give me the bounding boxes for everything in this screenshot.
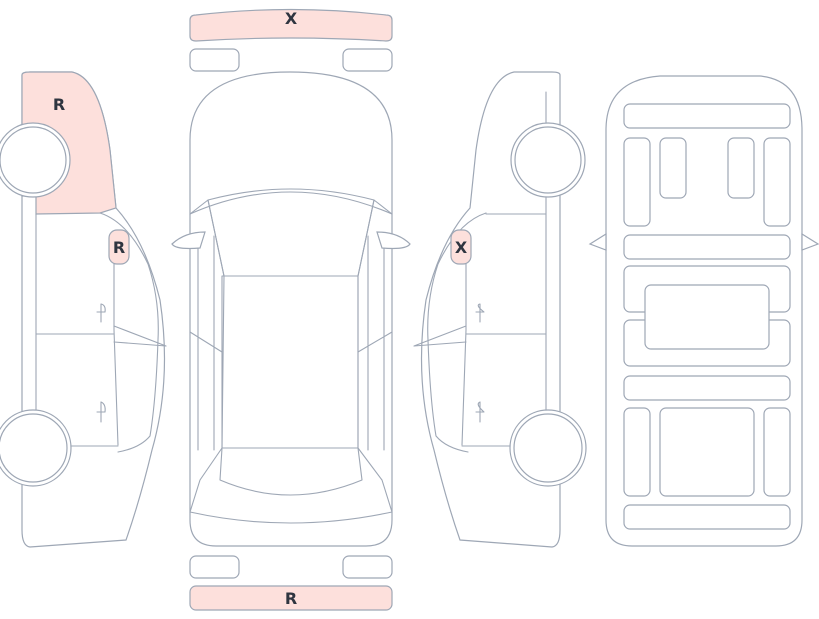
left-side-sill [113, 325, 167, 347]
left-door-handle-rear [96, 401, 106, 423]
left-mirror[interactable] [108, 229, 130, 265]
front-right-light [342, 48, 393, 72]
hood-line [189, 191, 393, 215]
right-side-view: X [413, 71, 587, 548]
top-body-outline [189, 71, 393, 547]
underside-left-mount [659, 137, 687, 199]
underside-right-rail-front [763, 137, 791, 227]
right-door-handle-front [475, 303, 485, 323]
underside-mid-bar [623, 234, 791, 260]
right-door-handle-rear [475, 401, 485, 423]
top-right-mirror [376, 231, 411, 250]
underside-center-panel [644, 284, 770, 350]
underside-left-tab [588, 232, 607, 251]
right-rear-wheel-inner [514, 126, 582, 194]
front-bumper[interactable] [189, 8, 393, 42]
rear-window [219, 447, 363, 496]
underside-left-rail-front [623, 137, 651, 227]
rear-right-light [342, 555, 393, 579]
top-left-mirror [171, 231, 206, 250]
right-a-pillar [357, 199, 393, 513]
rear-bumper[interactable] [189, 585, 393, 611]
right-mirror[interactable] [450, 229, 472, 265]
underside-right-mount [727, 137, 755, 199]
front-left-light [189, 48, 240, 72]
trunk-line [189, 511, 393, 524]
right-front-wheel-inner [513, 413, 583, 483]
underside-rear-bar [623, 375, 791, 401]
left-side-window-line [99, 212, 159, 453]
underside-rear-crossmember [623, 504, 791, 530]
left-side-door-edge [113, 239, 119, 446]
rear-bumper-label: R [285, 589, 297, 608]
underside-rear-panel [659, 407, 755, 497]
underside-front-crossmember [623, 103, 791, 129]
left-door-handle-front [96, 303, 106, 323]
right-side-sill [413, 325, 467, 347]
underside-view [588, 75, 819, 547]
front-bumper-label: X [285, 9, 298, 28]
right-mirror-label: X [455, 238, 468, 257]
left-side-view: R R [0, 71, 167, 548]
left-front-wheel-inner [0, 413, 68, 483]
underside-right-rail-rear [763, 407, 791, 497]
left-mirror-label: R [113, 238, 125, 257]
left-a-pillar [189, 199, 225, 513]
left-door-seam [189, 235, 223, 451]
right-door-seam [357, 235, 393, 451]
left-rear-quarter-label: R [53, 95, 65, 114]
underside-left-rail-rear [623, 407, 651, 497]
left-rear-wheel-inner [0, 126, 67, 194]
right-side-door-edge [461, 239, 467, 446]
top-view: X R [171, 8, 411, 611]
underside-right-tab [801, 232, 819, 251]
rear-left-light [189, 555, 240, 579]
